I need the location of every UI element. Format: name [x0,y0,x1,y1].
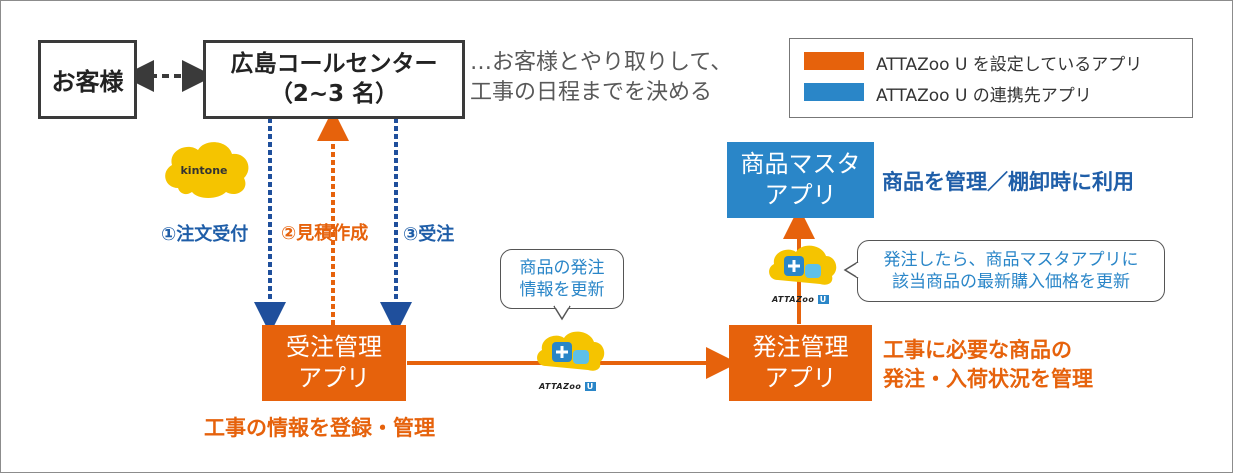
attazoo-badge-left: U [584,382,596,391]
attazoo-label-left-text: ATTAZoo [539,382,582,391]
product-master-app: 商品マスタ アプリ [727,142,874,218]
legend-label-orange: ATTAZoo U を設定しているアプリ [876,55,1143,75]
legend-label-blue: ATTAZoo U の連携先アプリ [876,86,1092,106]
product-app-line2: アプリ [764,181,837,209]
bubble-right: 発注したら、商品マスタアプリに 該当商品の最新購入価格を更新 [857,240,1165,302]
bubble-left: 商品の発注 情報を更新 [500,249,624,309]
order-app-caption: 工事の情報を登録・管理 [204,416,435,440]
purchase-app-caption-line1: 工事に必要な商品の [883,338,1072,362]
product-app-line1: 商品マスタ [740,149,861,178]
legend-swatch-orange [804,52,864,70]
bubble-left-line2: 情報を更新 [519,280,605,300]
flow-step2-label: ②見積作成 [281,223,369,244]
product-app-caption: 商品を管理／棚卸時に利用 [882,170,1134,194]
callcenter-name: 広島コールセンター [230,50,438,77]
callcenter-box: 広島コールセンター （2~3 名） [203,40,465,119]
callcenter-note-line1: …お客様とやり取りして、 [470,50,733,75]
flow-step3-label: ③受注 [403,224,455,245]
order-management-app: 受注管理 アプリ [262,325,406,401]
attazoo-label-right-text: ATTAZoo [772,295,815,304]
purchase-app-line2: アプリ [764,364,837,392]
bubble-right-line2: 該当商品の最新購入価格を更新 [892,272,1130,292]
order-app-line1: 受注管理 [286,332,382,361]
customer-label: お客様 [51,68,124,96]
customer-box: お客様 [38,40,137,119]
purchase-app-line1: 発注管理 [752,332,849,361]
callcenter-note: …お客様とやり取りして、 工事の日程までを決める [470,48,732,107]
purchase-app-caption: 工事に必要な商品の 発注・入荷状況を管理 [883,336,1093,395]
attazoo-badge-right: U [817,295,829,304]
callcenter-note-line2: 工事の日程までを決める [470,79,713,105]
purchase-management-app: 発注管理 アプリ [729,325,872,401]
bubble-right-line1: 発注したら、商品マスタアプリに [883,249,1139,270]
legend: ATTAZoo U を設定しているアプリ ATTAZoo U の連携先アプリ [789,38,1193,118]
flow-step1-label: ①注文受付 [161,224,249,245]
callcenter-staff: （2~3 名） [269,80,399,107]
attazoo-label-right: ATTAZoo U [772,295,829,304]
order-app-line2: アプリ [298,364,370,392]
bubble-left-line1: 商品の発注 [519,257,605,278]
purchase-app-caption-line2: 発注・入荷状況を管理 [883,367,1093,392]
attazoo-label-left: ATTAZoo U [539,382,596,391]
legend-swatch-blue [804,83,864,101]
